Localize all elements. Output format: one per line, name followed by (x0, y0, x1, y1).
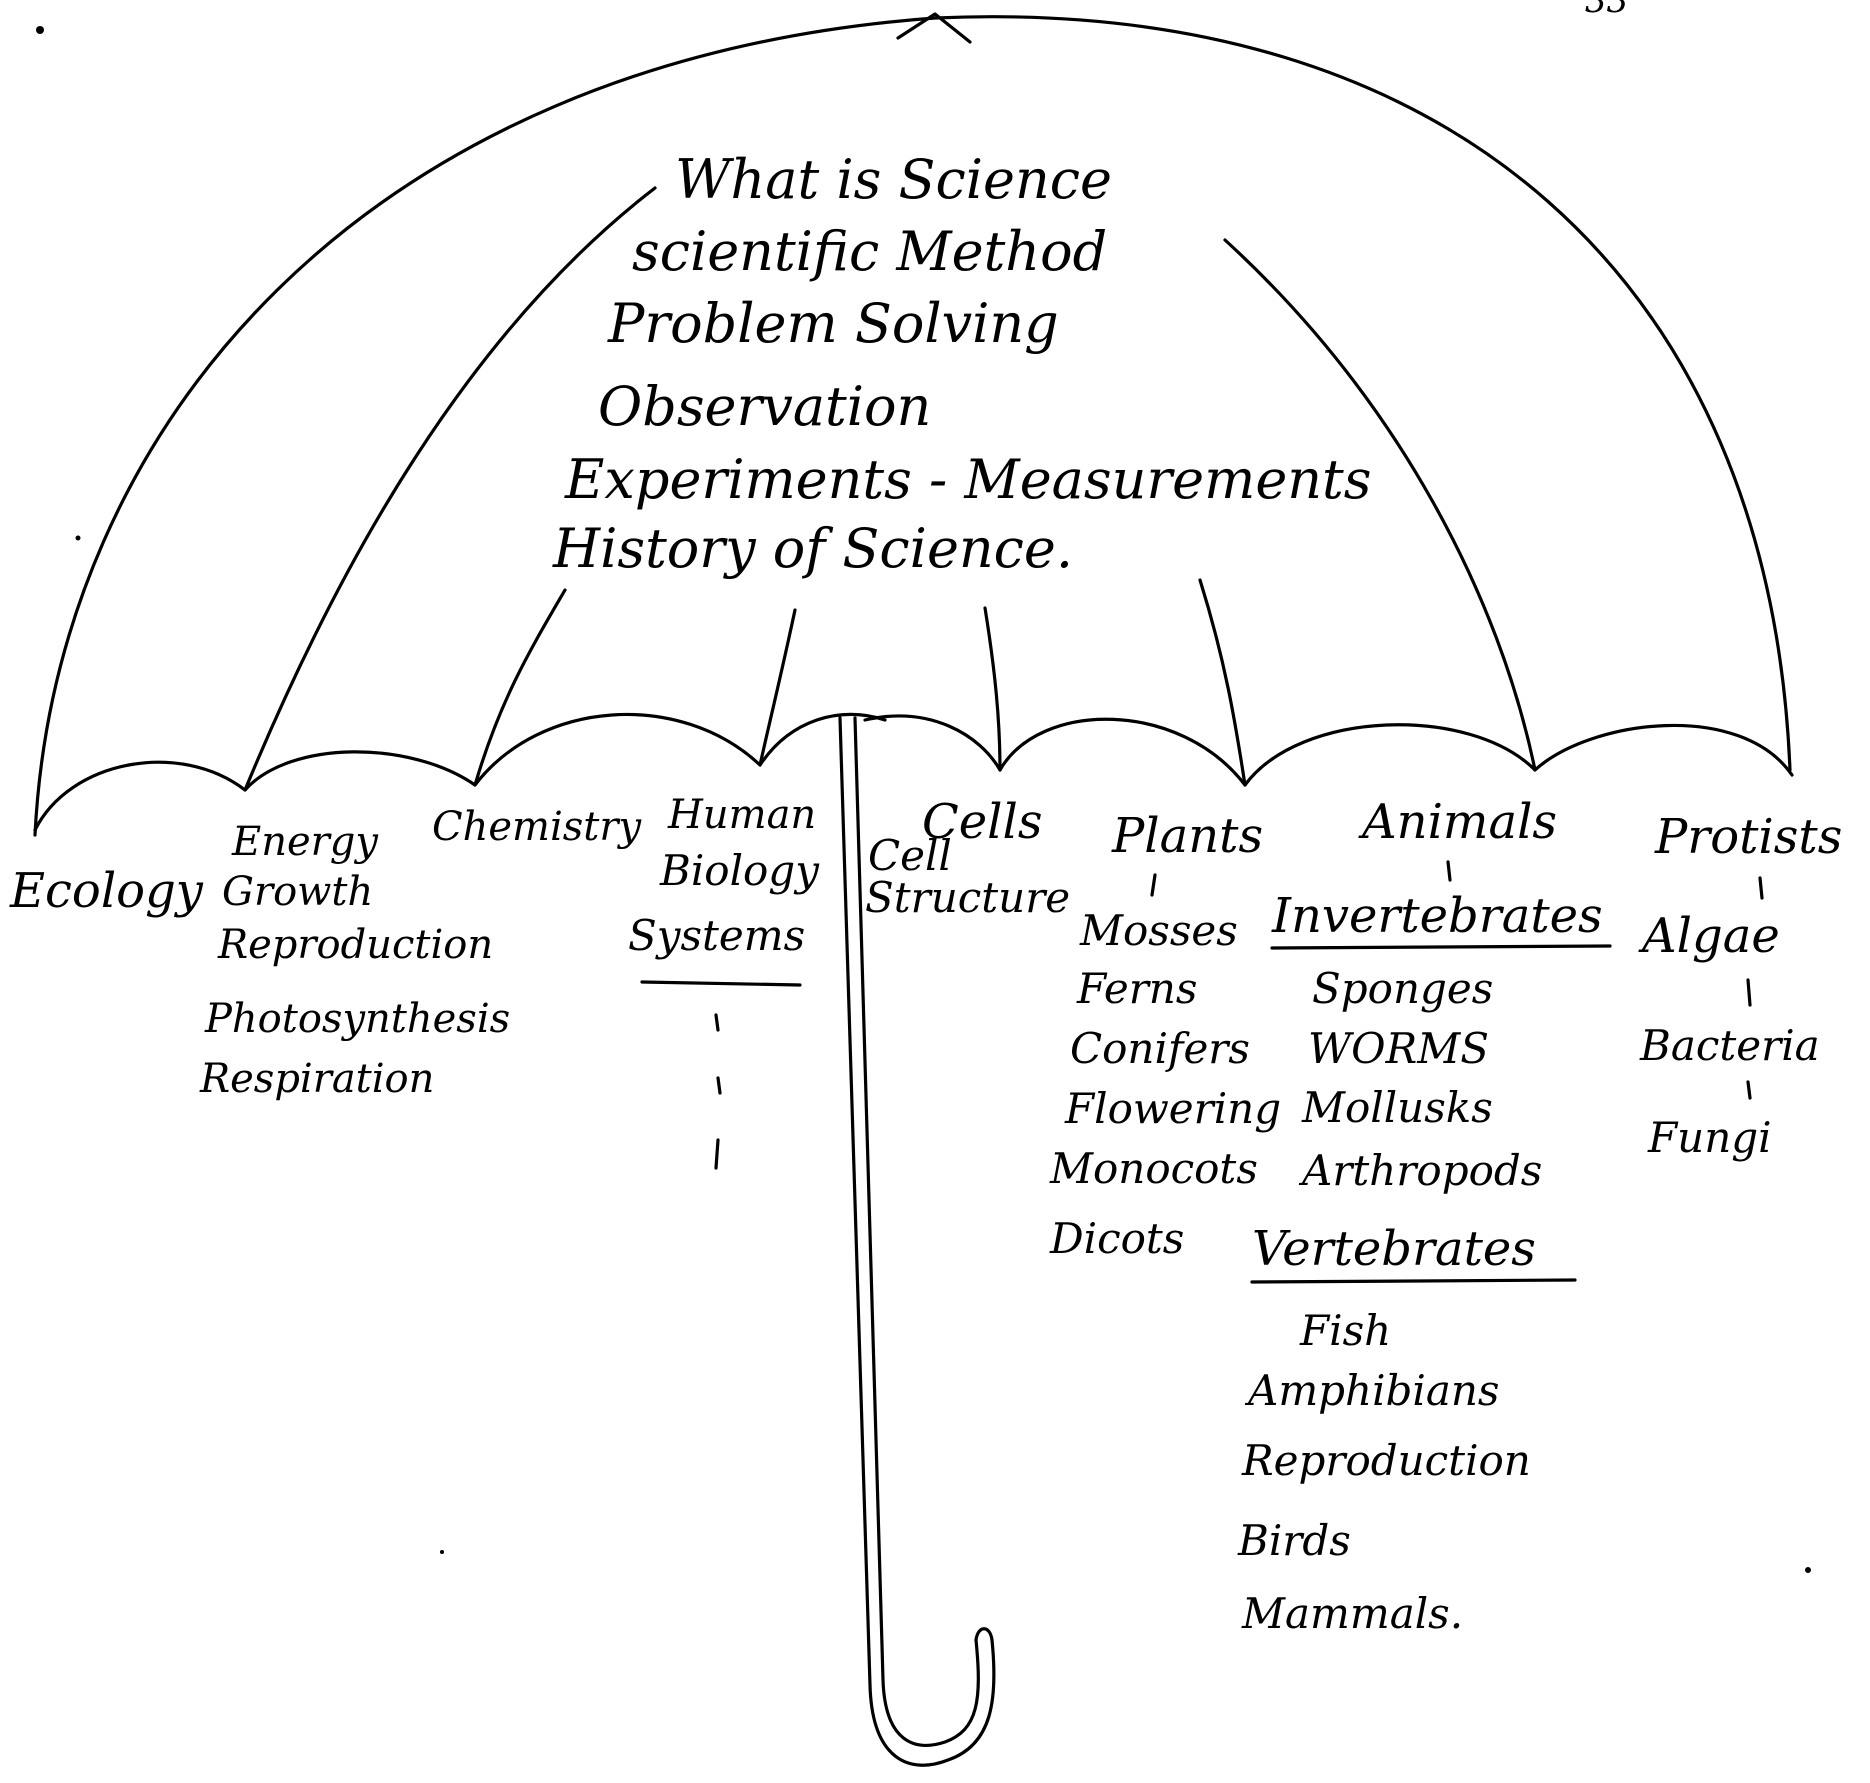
umbrella-rib (760, 610, 795, 765)
animals-vertebrates-heading: Vertebrates (1252, 1221, 1536, 1277)
animals-invertebrate-item: Sponges (1312, 964, 1493, 1013)
animals-vertebrate-item: Birds (1237, 1516, 1351, 1565)
umbrella-rib (1200, 580, 1245, 785)
center-topic-observation: Observation (598, 375, 931, 438)
page-number: 33 (1585, 0, 1628, 21)
ink-speck (36, 26, 44, 34)
branch-protists-item: Bacteria (1639, 1021, 1820, 1070)
branch-human-biology-item: Systems (628, 911, 805, 960)
branch-plants-item: Flowering (1064, 1084, 1281, 1133)
branch-energy-item: Respiration (199, 1056, 434, 1102)
protists-connector (1748, 980, 1750, 1005)
animals-invertebrate-item: Arthropods (1298, 1146, 1542, 1195)
umbrella-hook-end (976, 1629, 992, 1640)
branch-protists: Protists (1654, 809, 1842, 865)
branch-plants-item: Monocots (1049, 1144, 1258, 1193)
animals-invertebrate-item: WORMS (1308, 1024, 1489, 1073)
animals-vertebrate-item: Mammals. (1241, 1589, 1463, 1638)
ink-speck (1805, 1567, 1811, 1573)
branch-protists-item: Fungi (1647, 1113, 1772, 1162)
branch-energy-item: Energy (231, 819, 379, 865)
ink-speck (440, 1550, 444, 1554)
branch-ecology: Ecology (9, 863, 204, 919)
branch-plants-item: Conifers (1070, 1024, 1250, 1073)
umbrella-rib (475, 590, 565, 785)
animals-connector (1448, 862, 1450, 880)
umbrella-rib (985, 608, 1000, 770)
human-biology-underline (642, 982, 800, 985)
branch-cells: Cells (922, 794, 1042, 850)
branch-plants-item: Dicots (1049, 1214, 1184, 1263)
protists-connector (1748, 1082, 1750, 1098)
branch-plants-item: Ferns (1076, 964, 1197, 1013)
branch-human-biology-item: Human (667, 792, 816, 838)
animals-vertebrate-item: Amphibians (1244, 1366, 1500, 1415)
vertebrates-underline (1252, 1280, 1575, 1282)
umbrella-scalloped-edge (865, 716, 1792, 785)
center-topic-scientific-method: scientific Method (632, 220, 1107, 283)
center-topic-experiments: Experiments - Measurements (564, 448, 1371, 511)
branch-energy-item: Growth (222, 869, 373, 915)
human-biology-dash (718, 1078, 720, 1093)
center-topic-problem-solving: Problem Solving (607, 292, 1059, 355)
center-topic-what-is-science: What is Science (675, 148, 1112, 211)
protists-connector (1760, 878, 1762, 898)
animals-vertebrate-item: Fish (1299, 1306, 1391, 1355)
human-biology-dash (716, 1140, 718, 1168)
invertebrates-underline (1272, 946, 1610, 948)
branch-human-biology-item: Biology (659, 846, 820, 895)
plants-connector (1152, 875, 1155, 895)
branch-energy-item: Photosynthesis (204, 996, 510, 1042)
branch-cell-structure-item: Structure (865, 873, 1070, 922)
animals-vertebrate-item: Reproduction (1241, 1436, 1531, 1485)
animals-invertebrates-heading: Invertebrates (1271, 888, 1603, 944)
human-biology-dash (716, 1015, 718, 1030)
ink-speck (76, 536, 81, 541)
center-topic-history: History of Science. (552, 517, 1073, 580)
branch-chemistry: Chemistry (432, 804, 642, 850)
branch-animals: Animals (1358, 794, 1557, 850)
animals-invertebrate-item: Mollusks (1301, 1083, 1493, 1132)
branch-energy-item: Reproduction (217, 922, 493, 968)
branch-protists-item: Algae (1638, 908, 1780, 964)
branch-plants: Plants (1111, 808, 1263, 864)
branch-plants-item: Mosses (1079, 906, 1238, 955)
